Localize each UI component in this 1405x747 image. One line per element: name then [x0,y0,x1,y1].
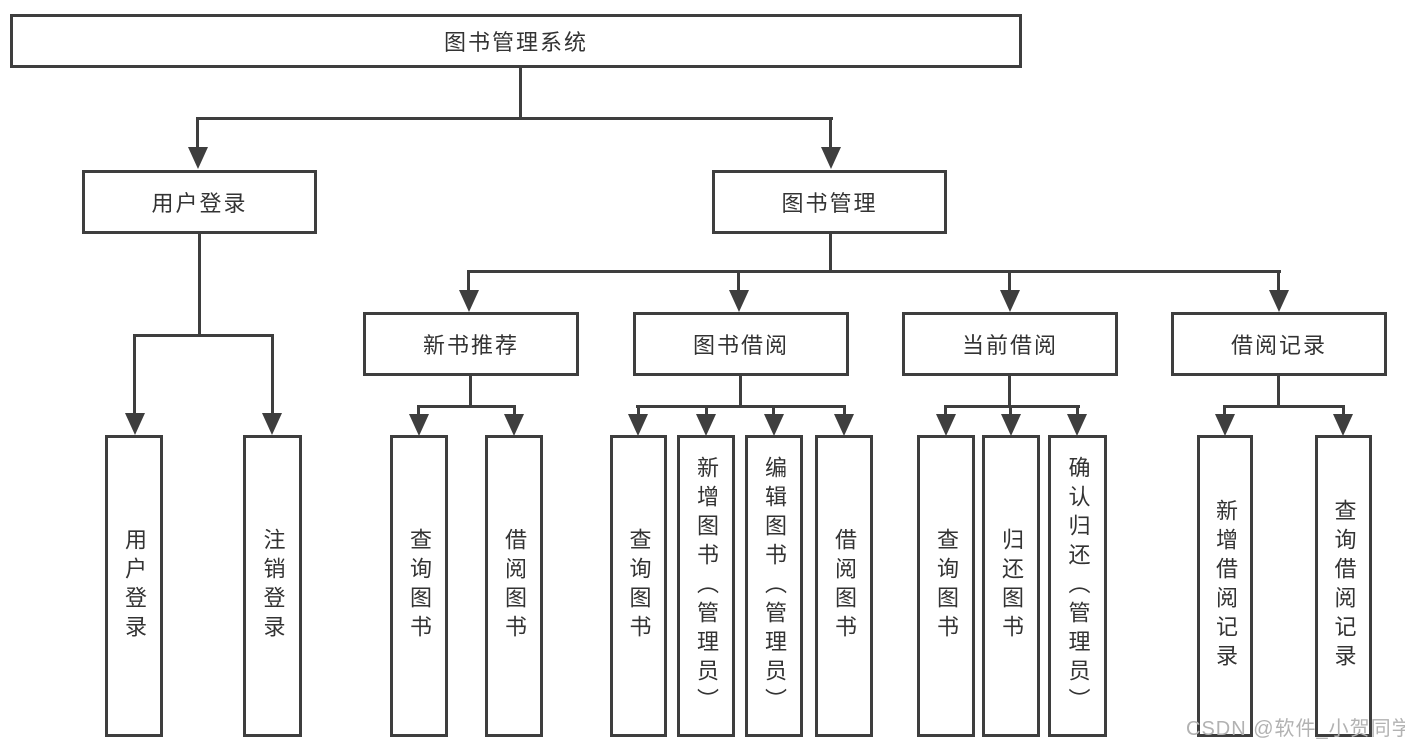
connector-book-split [467,270,1281,273]
connector-root-stem [519,66,522,119]
leaf-borrowing-add-books-admin: 新增图书（管理员） [677,435,735,737]
node-library-system-label: 图书管理系统 [443,30,588,55]
connector-sec3-stem [1008,374,1011,407]
connector-sec1-split [417,405,516,408]
leaf-recommend-query-books-label: 查询图书 [407,528,432,644]
arrow-down-icon [262,413,282,435]
connector-leaf-drop [1009,405,1012,416]
node-book-management: 图书管理 [712,170,947,234]
connector-leaf-drop [944,405,947,416]
arrow-down-icon [1000,290,1020,312]
leaf-current-return-books-label: 归还图书 [999,528,1024,644]
connector-sec4-stem [1277,374,1280,407]
leaf-user-login: 用户登录 [105,435,163,737]
arrow-down-icon [936,414,956,436]
leaf-borrowing-borrow-books: 借阅图书 [815,435,873,737]
arrow-down-icon [1269,290,1289,312]
arrow-down-icon [188,147,208,169]
connector-book-drop [829,117,832,149]
leaf-borrowing-borrow-books-label: 借阅图书 [832,528,857,644]
node-library-system: 图书管理系统 [10,14,1022,68]
connector-sec3-drop [1008,270,1011,292]
connector-user-stem [198,232,201,336]
arrow-down-icon [821,147,841,169]
connector-sec2-split [636,405,846,408]
connector-sec2-stem [739,374,742,407]
leaf-logout: 注销登录 [243,435,302,737]
leaf-records-add-record-label: 新增借阅记录 [1213,499,1238,673]
node-book-management-label: 图书管理 [781,191,878,216]
node-new-book-recommend-label: 新书推荐 [422,333,519,358]
node-user-login: 用户登录 [82,170,317,234]
connector-user-drop [196,117,199,149]
connector-book-stem [829,232,832,273]
connector-user-leaf2-drop [271,334,274,414]
connector-leaf-drop [772,405,775,416]
leaf-current-confirm-return-admin: 确认归还（管理员） [1048,435,1107,737]
arrow-down-icon [504,414,524,436]
leaf-current-return-books: 归还图书 [982,435,1040,737]
arrow-down-icon [1067,414,1087,436]
connector-leaf-drop [1342,405,1345,416]
arrow-down-icon [1215,414,1235,436]
leaf-current-query-books: 查询图书 [917,435,975,737]
arrow-down-icon [1001,414,1021,436]
connector-leaf-drop [705,405,708,416]
connector-leaf-drop [1076,405,1079,416]
leaf-borrowing-edit-books-admin-label: 编辑图书（管理员） [762,455,787,717]
connector-sec4-drop [1277,270,1280,292]
connector-sec1-drop [467,270,470,292]
leaf-records-query-record: 查询借阅记录 [1315,435,1372,737]
connector-sec3-split [944,405,1080,408]
leaf-current-confirm-return-admin-label: 确认归还（管理员） [1065,455,1091,717]
leaf-borrowing-query-books: 查询图书 [610,435,667,737]
leaf-recommend-borrow-books-label: 借阅图书 [502,528,527,644]
connector-leaf-drop [1223,405,1226,416]
arrow-down-icon [125,413,145,435]
csdn-watermark: CSDN @软件_小贺同学 [1186,718,1405,740]
node-borrowing-records-label: 借阅记录 [1230,333,1327,358]
node-user-login-label: 用户登录 [151,191,248,216]
connector-user-split [133,334,274,337]
leaf-borrowing-query-books-label: 查询图书 [626,528,652,644]
arrow-down-icon [764,414,784,436]
connector-leaf-drop [417,405,420,416]
arrow-down-icon [1333,414,1353,436]
arrow-down-icon [696,414,716,436]
node-borrowing-records: 借阅记录 [1171,312,1387,376]
leaf-recommend-borrow-books: 借阅图书 [485,435,543,737]
arrow-down-icon [729,290,749,312]
leaf-recommend-query-books: 查询图书 [390,435,448,737]
arrow-down-icon [628,414,648,436]
leaf-current-query-books-label: 查询图书 [934,528,959,644]
leaf-user-login-label: 用户登录 [122,528,147,644]
node-book-borrowing: 图书借阅 [633,312,849,376]
leaf-records-query-record-label: 查询借阅记录 [1331,499,1357,673]
connector-leaf-drop [637,405,640,416]
leaf-borrowing-add-books-admin-label: 新增图书（管理员） [694,455,719,717]
arrow-down-icon [834,414,854,436]
node-current-borrowing-label: 当前借阅 [961,333,1058,358]
leaf-records-add-record: 新增借阅记录 [1197,435,1253,737]
connector-level1-split [196,117,833,120]
connector-sec4-split [1223,405,1345,408]
arrow-down-icon [409,414,429,436]
leaf-borrowing-edit-books-admin: 编辑图书（管理员） [745,435,803,737]
node-current-borrowing: 当前借阅 [902,312,1118,376]
leaf-logout-label: 注销登录 [260,528,286,644]
node-book-borrowing-label: 图书借阅 [692,333,789,358]
connector-leaf-drop [843,405,846,416]
connector-user-leaf1-drop [133,334,136,414]
connector-leaf-drop [513,405,516,416]
connector-sec1-stem [469,374,472,407]
arrow-down-icon [459,290,479,312]
connector-sec2-drop [737,270,740,292]
node-new-book-recommend: 新书推荐 [363,312,579,376]
